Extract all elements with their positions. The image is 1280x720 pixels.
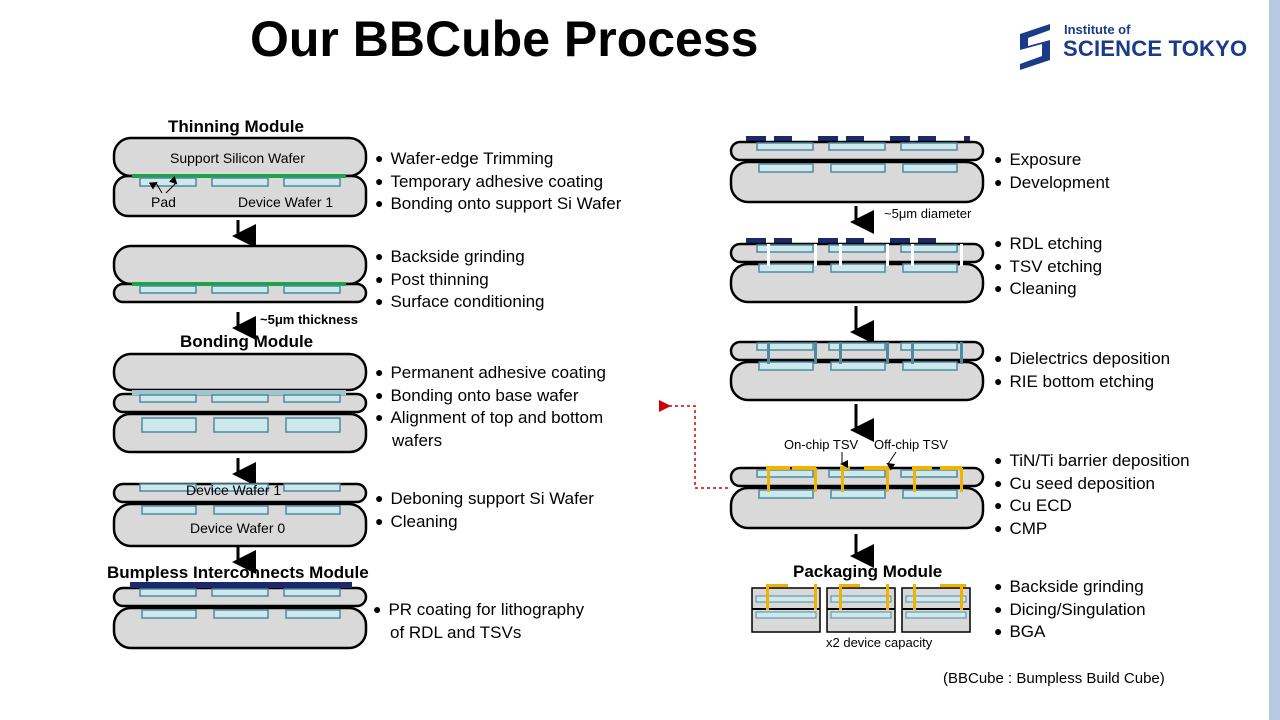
device-wafer-1-label: Device Wafer 1	[186, 482, 282, 498]
list-item: Wafer-edge Trimming	[375, 148, 621, 171]
dielectric-stack	[729, 340, 985, 402]
metal-steps: TiN/Ti barrier deposition Cu seed deposi…	[994, 450, 1190, 541]
thinning-steps-1: Wafer-edge Trimming Temporary adhesive c…	[375, 148, 621, 216]
list-item: Bonding onto base wafer	[375, 385, 606, 408]
capacity-note: x2 device capacity	[826, 635, 933, 650]
onchip-tsv-label: On-chip TSV	[784, 437, 859, 452]
list-item: Backside grinding	[375, 246, 545, 269]
list-item: CMP	[994, 518, 1190, 541]
list-item: TiN/Ti barrier deposition	[994, 450, 1189, 473]
list-item: Alignment of top and bottom	[375, 407, 606, 430]
list-item: Cleaning	[994, 278, 1102, 301]
list-item: Development	[994, 172, 1109, 195]
etch-stack	[729, 238, 985, 304]
list-item: Exposure	[994, 149, 1110, 172]
list-item: Cleaning	[375, 511, 594, 534]
dielectric-steps: Dielectrics deposition RIE bottom etchin…	[994, 348, 1170, 393]
bonding-stack-2	[112, 482, 368, 548]
thinning-module-title: Thinning Module	[168, 117, 304, 136]
logo-line-2: SCIENCE TOKYO	[1063, 36, 1248, 61]
logo-line-1: Institute of	[1064, 22, 1131, 37]
logo-mark-icon	[1020, 24, 1050, 70]
diameter-note: ~5μm diameter	[884, 206, 972, 221]
bonding-module-title: Bonding Module	[180, 332, 314, 351]
list-item: Temporary adhesive coating	[375, 171, 621, 194]
list-item: Surface conditioning	[375, 291, 544, 314]
device-wafer-1-label: Device Wafer 1	[238, 194, 334, 210]
bumpless-module-title: Bumpless Interconnects Module	[107, 563, 369, 582]
list-item: RIE bottom etching	[994, 371, 1170, 394]
etch-steps: RDL etching TSV etching Cleaning	[994, 233, 1102, 301]
packaging-module-title: Packaging Module	[793, 562, 943, 581]
thinning-stack-1	[112, 136, 368, 218]
list-item: Cu seed deposition	[994, 473, 1190, 496]
bonding-stack-1	[112, 352, 368, 454]
list-item: PR coating for lithography	[373, 599, 584, 622]
list-item-continuation: of RDL and TSVs	[390, 622, 522, 642]
list-item: TSV etching	[994, 256, 1102, 279]
bonding-steps-1: Permanent adhesive coating Bonding onto …	[375, 362, 606, 452]
thinning-steps-2: Backside grinding Post thinning Surface …	[375, 246, 545, 314]
slide-edge-bar	[1269, 0, 1280, 720]
metallization-stack	[729, 451, 985, 530]
bumpless-stack	[112, 582, 368, 650]
litho-stack	[729, 136, 985, 204]
bumpless-steps: PR coating for lithography of RDL and TS…	[373, 599, 584, 644]
list-item: Dicing/Singulation	[994, 599, 1145, 622]
device-wafer-0-label: Device Wafer 0	[190, 520, 286, 536]
support-wafer-label: Support Silicon Wafer	[170, 150, 305, 166]
packaging-stack	[751, 584, 971, 633]
list-item: Post thinning	[375, 269, 545, 292]
list-item: Permanent adhesive coating	[375, 362, 605, 385]
list-item: Backside grinding	[994, 576, 1146, 599]
list-item: Dielectrics deposition	[994, 348, 1170, 371]
list-item: Deboning support Si Wafer	[375, 488, 593, 511]
footnote: (BBCube : Bumpless Build Cube)	[943, 670, 1165, 687]
offchip-tsv-label: Off-chip TSV	[874, 437, 948, 452]
list-item: Bonding onto support Si Wafer	[375, 193, 621, 216]
list-item: RDL etching	[994, 233, 1102, 256]
return-guide-arrow	[659, 400, 728, 489]
institution-logo: Institute of SCIENCE TOKYO	[1016, 20, 1256, 76]
list-item-continuation: wafers	[392, 430, 443, 450]
slide-title: Our BBCube Process	[250, 11, 759, 67]
thinning-stack-2	[112, 244, 368, 304]
litho-steps: Exposure Development	[994, 149, 1110, 195]
pad-label: Pad	[151, 194, 176, 210]
list-item: Cu ECD	[994, 495, 1190, 518]
bonding-steps-2: Deboning support Si Wafer Cleaning	[375, 488, 594, 534]
packaging-steps: Backside grinding Dicing/Singulation BGA	[994, 576, 1146, 644]
list-item: BGA	[994, 621, 1146, 644]
thickness-note: ~5μm thickness	[260, 312, 358, 327]
